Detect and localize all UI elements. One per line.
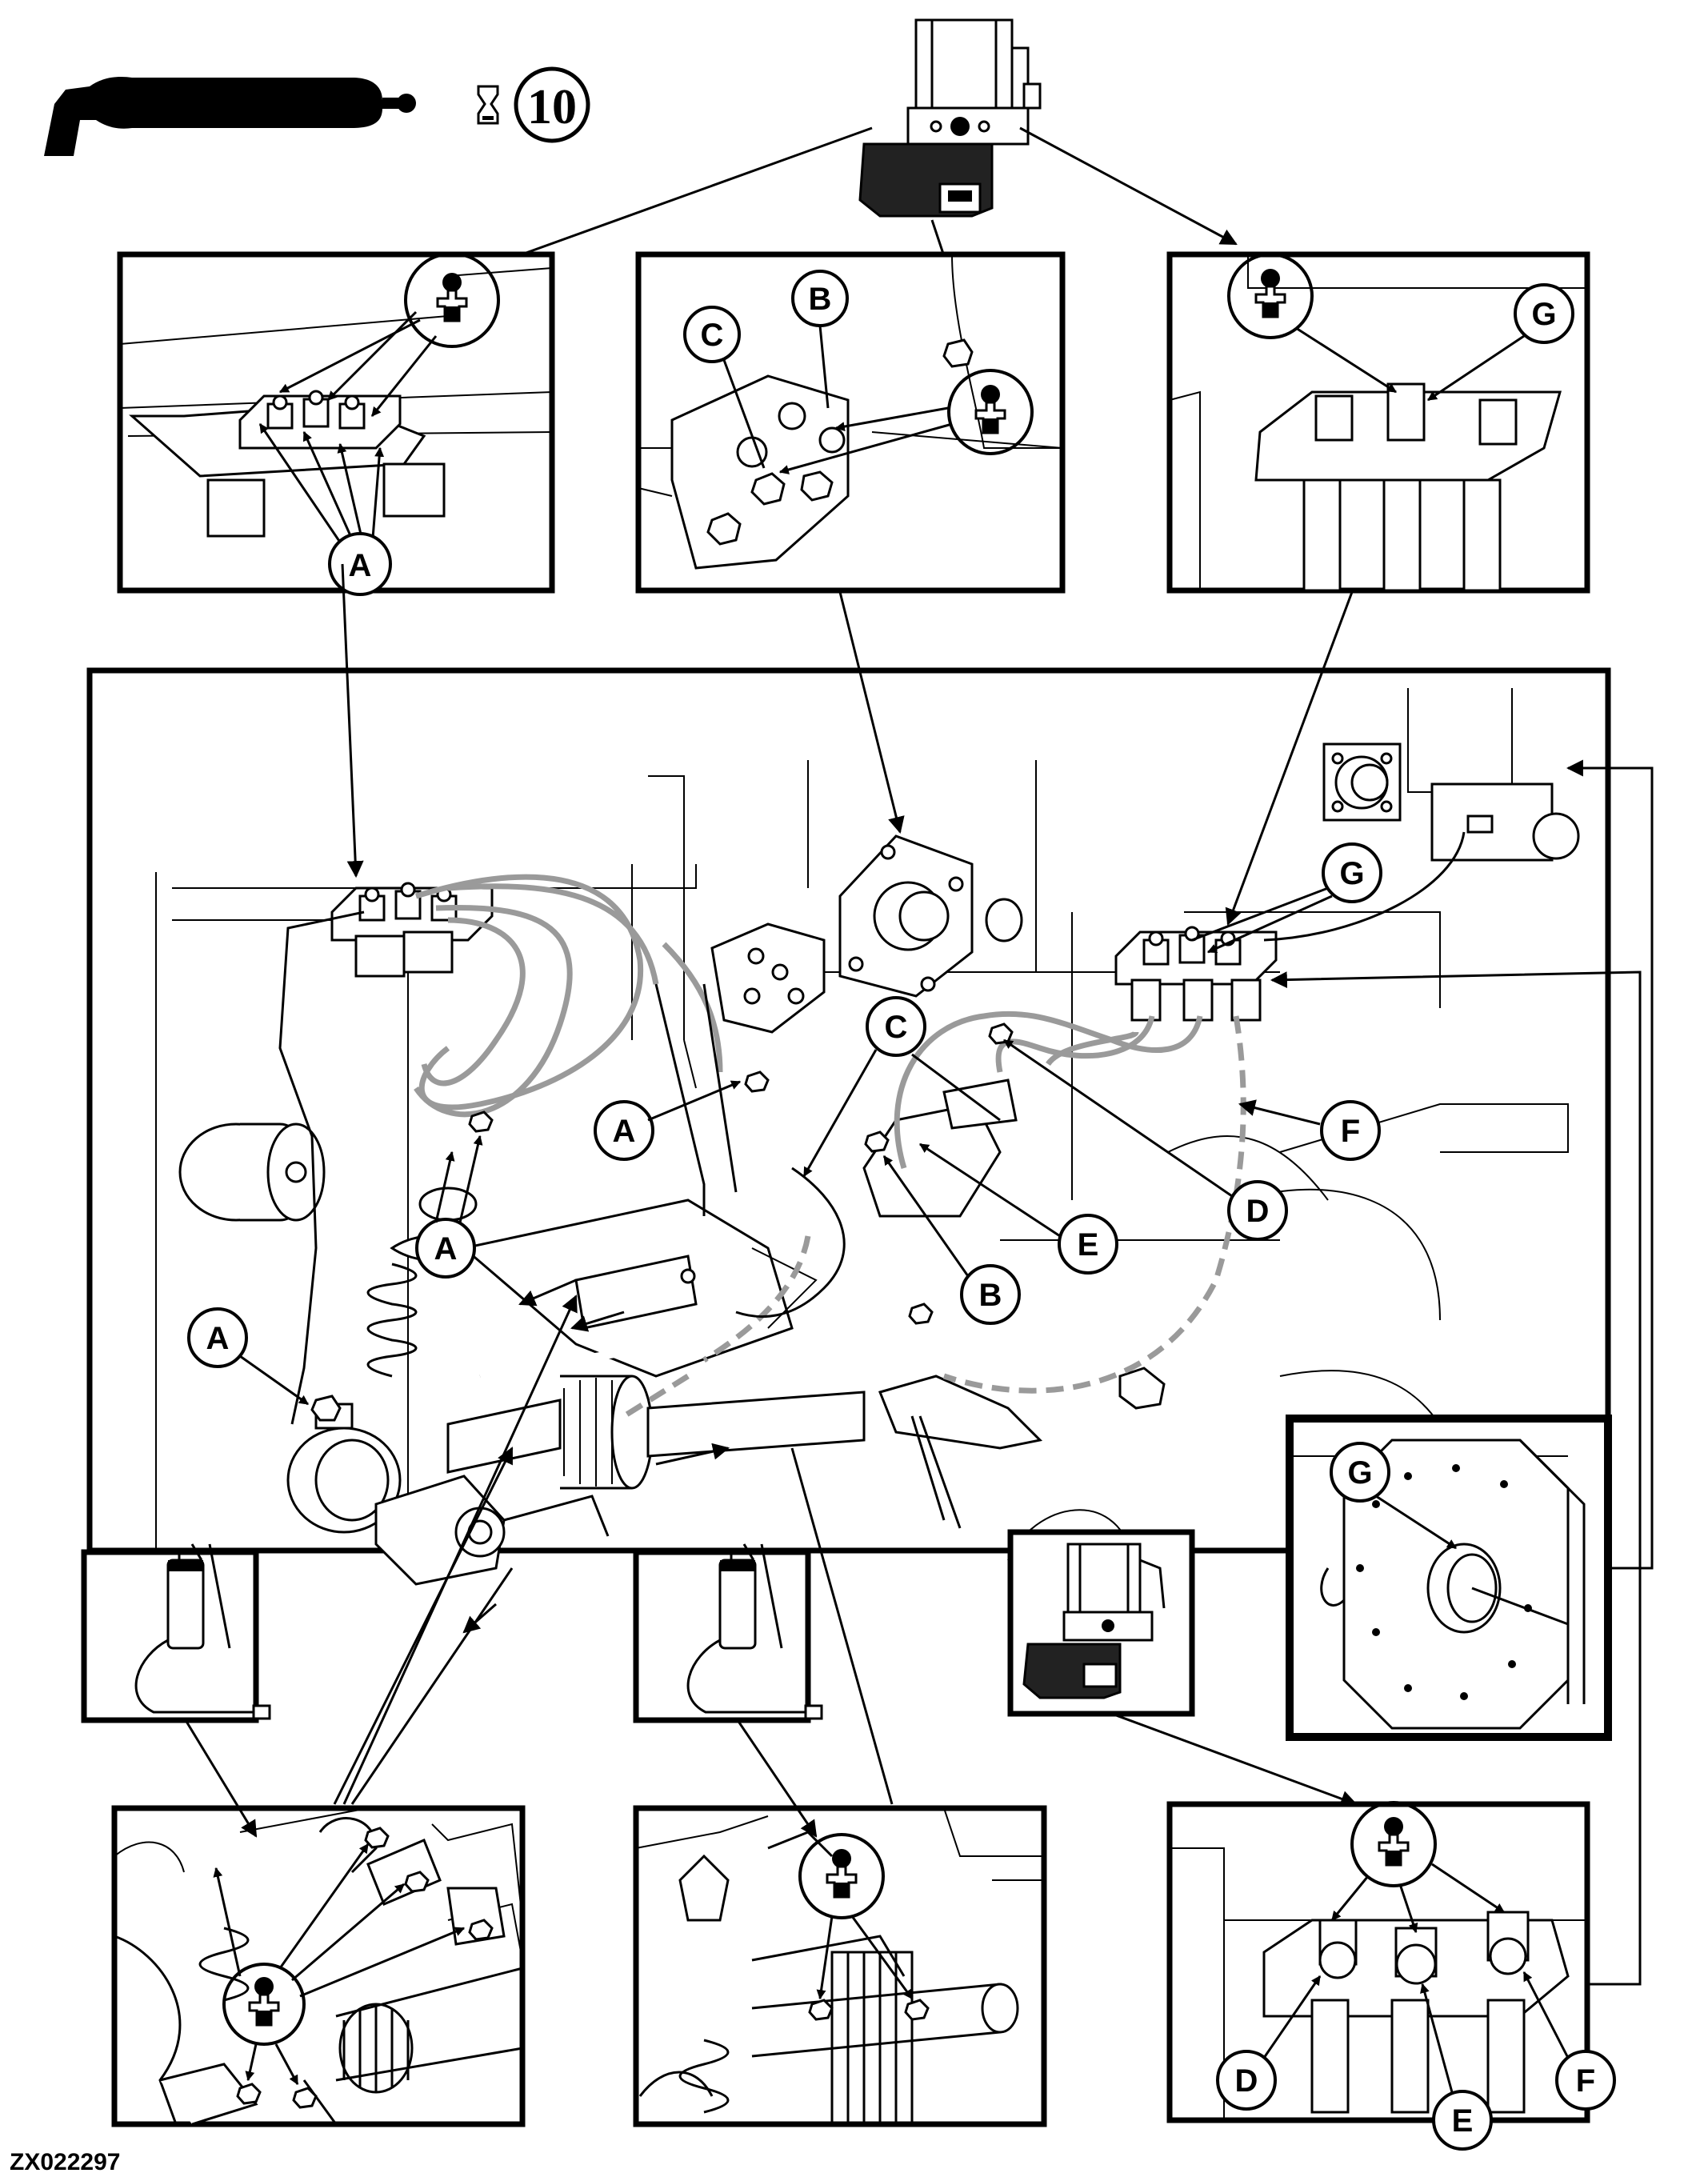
- flange-bearing: [838, 834, 1023, 998]
- fitting-callout-g: [1227, 253, 1314, 339]
- main-machine-view: A A A C G F: [86, 563, 1611, 1634]
- label-f: F: [1576, 2063, 1595, 2099]
- callout-f-panel: [1555, 2050, 1616, 2111]
- callout-e-main: E: [918, 1143, 1118, 1275]
- spline-coupler: [446, 1375, 866, 1490]
- lube-pump-top: [858, 18, 1042, 218]
- service-interval-badge: 10: [477, 66, 590, 143]
- grease-gun-icon: [44, 77, 416, 156]
- svg-text:C: C: [885, 1010, 908, 1045]
- svg-text:F: F: [1341, 1114, 1360, 1149]
- callout-c-main: C: [802, 996, 1001, 1178]
- label-a: A: [349, 548, 372, 583]
- callout-f-main: F: [1238, 1099, 1381, 1161]
- label-b: B: [809, 282, 832, 317]
- callout-a-main-2: A: [415, 1135, 483, 1279]
- cartridge-inset-left: [81, 1543, 271, 1723]
- fitting-callout-a: [404, 252, 500, 348]
- inset-g-bearing: G: [1286, 759, 1654, 1741]
- panel-shaft-fittings-center: [633, 1805, 1047, 2127]
- interval-circle: [514, 66, 590, 143]
- panel-shaft-fittings-left: [111, 1805, 526, 2127]
- svg-text:A: A: [206, 1321, 230, 1356]
- callout-a-main-3: A: [187, 1307, 309, 1406]
- svg-text:A: A: [434, 1231, 458, 1267]
- callout-c-panel: [683, 306, 741, 363]
- arrow-pump-to-panel-def: [1111, 1712, 1358, 1807]
- label-c: C: [701, 318, 724, 353]
- spring: [366, 1263, 418, 1378]
- fitting-callout-def: [1350, 1801, 1437, 1887]
- callout-a-panel: [328, 532, 392, 596]
- svg-text:D: D: [1246, 1194, 1270, 1229]
- label-e: E: [1452, 2103, 1474, 2139]
- callout-b-main: B: [882, 1155, 1021, 1325]
- callout-g-main: G: [1191, 842, 1382, 954]
- callout-g-panel: [1514, 283, 1574, 344]
- arrow-pump-to-panel-a: [482, 126, 873, 271]
- callout-e-panel: [1432, 2090, 1493, 2151]
- callout-d-main: D: [1003, 1038, 1288, 1241]
- panel-def-fittings: D E F: [1166, 970, 1642, 2151]
- panel-a-fittings: A: [117, 251, 555, 596]
- arrow-pump-to-panel-g: [1019, 126, 1238, 246]
- label-g: G: [1531, 297, 1556, 332]
- svg-text:E: E: [1078, 1227, 1099, 1263]
- svg-text:A: A: [613, 1114, 636, 1149]
- panel-bc-fittings: B C: [635, 251, 1066, 594]
- fitting-callout-bc: [947, 369, 1034, 455]
- panel-g-fittings: G: [1166, 251, 1590, 594]
- callout-d-panel: [1216, 2050, 1277, 2111]
- lube-pump-inset: [1007, 1529, 1195, 1717]
- figure-id: ZX022297: [10, 2149, 120, 2175]
- callout-a-main-1: A: [594, 1080, 742, 1161]
- fitting-callout-shaft-center: [798, 1833, 885, 1919]
- arrow-panel-g-to-main: [1225, 591, 1354, 926]
- pivot-pin: [1322, 742, 1580, 862]
- label-g-inset: G: [1347, 1455, 1372, 1491]
- label-d: D: [1235, 2063, 1258, 2099]
- fitting-callout-shaft-left: [222, 1963, 306, 2046]
- arrow-panel-bc-to-main: [838, 591, 905, 834]
- svg-text:G: G: [1339, 856, 1364, 891]
- interval-hours: 10: [527, 80, 577, 134]
- cartridge-inset-center: [633, 1543, 823, 1723]
- arrow-panel-a-to-main: [341, 563, 364, 878]
- svg-text:B: B: [979, 1278, 1002, 1313]
- hourglass-icon: [477, 85, 499, 125]
